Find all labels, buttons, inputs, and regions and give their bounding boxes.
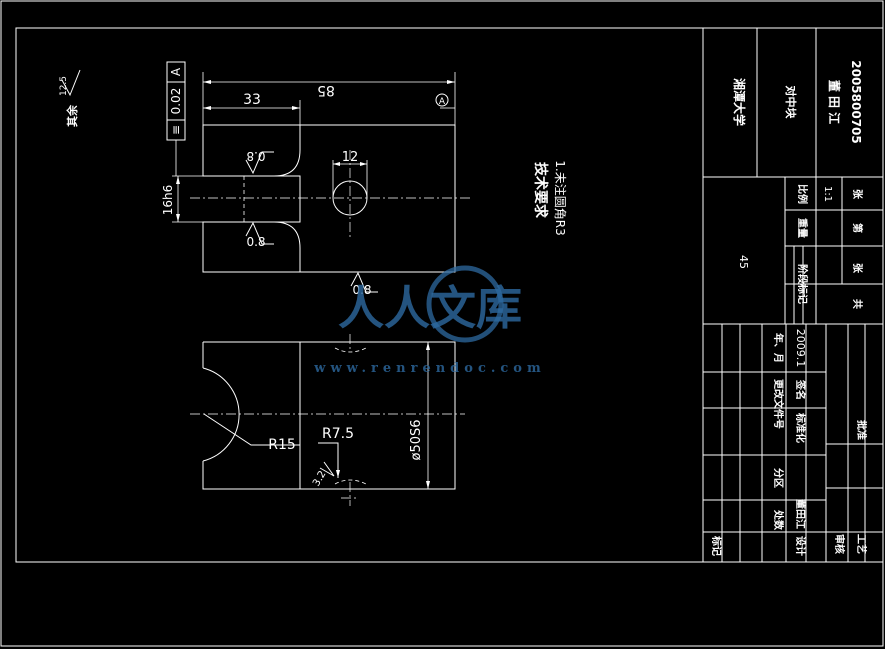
tolerance-symbol: ≡: [169, 125, 183, 135]
title-block-text: 湘潭大学 对中块 董 田 江 2005800705 45 比例 1:1 重量 阶…: [710, 60, 868, 556]
roughness-middle: 0.8: [246, 235, 265, 249]
dim-step-length: 33: [243, 92, 261, 108]
watermark-brand: 人人文库: [338, 281, 522, 335]
mark-label: 标记: [710, 535, 723, 556]
top-view: [172, 72, 470, 293]
title-block: [702, 28, 883, 562]
surface-finish-note: 其余: [65, 104, 79, 127]
roughness-front: 3.2: [311, 469, 328, 488]
tolerance-value: 0.02: [169, 88, 183, 115]
review-label: 审核: [833, 534, 846, 554]
sheet-total-label: 共: [851, 299, 864, 309]
scale-value: 1:1: [822, 186, 833, 202]
watermark-url: www.renrendoc.com: [313, 361, 545, 376]
part-name: 对中块: [784, 86, 798, 120]
sheet-no-label: 第: [851, 223, 864, 233]
student-id: 2005800705: [849, 60, 863, 144]
dim-diameter: ø50S6: [409, 419, 424, 460]
surface-finish-symbol: [61, 69, 81, 97]
datum-label: A: [439, 97, 446, 107]
design-label: 设计: [794, 536, 807, 556]
school-name: 湘潭大学: [732, 78, 747, 126]
zone-label: 分区: [772, 468, 785, 488]
sheet-unit-2: 张: [851, 263, 864, 274]
stage-label: 阶段标记: [796, 264, 809, 304]
change-doc-label: 更改文件号: [772, 379, 785, 429]
date-value: 2009.1: [794, 329, 807, 368]
tolerance-datum: A: [169, 67, 183, 76]
process-label: 工艺: [855, 534, 868, 554]
surface-finish-value: 12.5: [59, 76, 69, 96]
tech-req-item1: 1.未注圆角R3: [553, 160, 568, 235]
watermark: [426, 265, 504, 343]
material: 45: [737, 255, 750, 269]
dim-radius-small: R7.5: [322, 426, 354, 442]
sign-label: 签名: [794, 379, 807, 400]
approve-label: 批准: [855, 420, 868, 440]
roughness-bottom: 0.8: [352, 283, 371, 297]
standardize-label: 标准化: [794, 412, 807, 443]
sheet-unit-1: 张: [851, 189, 864, 200]
count-label: 处数: [772, 509, 785, 531]
dim-slot-width: 12: [342, 150, 359, 165]
scale-label: 比例: [796, 184, 809, 204]
dim-overall-length: 85: [317, 82, 335, 98]
front-view: [190, 334, 465, 506]
dim-thickness: 16h6: [161, 185, 175, 216]
designer-name: 董 田 江: [827, 80, 842, 124]
weight-label: 重量: [796, 218, 809, 238]
dim-radius-large: R15: [268, 437, 296, 453]
sheet-border: [15, 27, 884, 563]
date-label: 年、月: [772, 333, 785, 363]
tech-req-title: 技术要求: [532, 162, 549, 219]
tolerance-frame: [166, 61, 186, 141]
design-name: 董田江: [794, 499, 807, 529]
roughness-top: 0.8: [246, 149, 265, 163]
